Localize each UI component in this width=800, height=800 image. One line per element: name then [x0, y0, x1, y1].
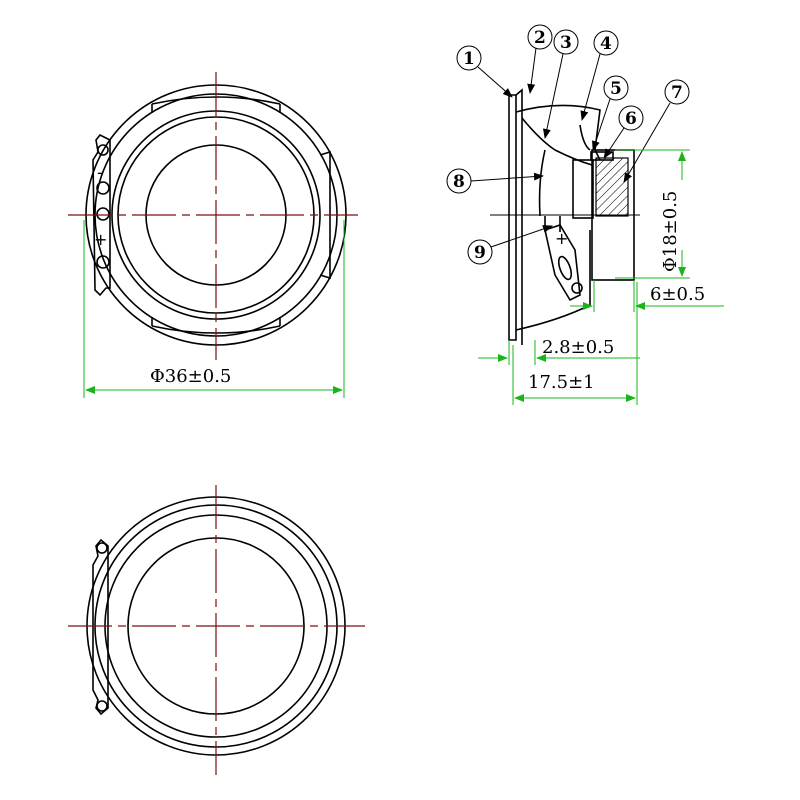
- gasket: [515, 88, 523, 345]
- magnet-diameter-label: Φ18±0.5: [660, 191, 681, 272]
- cone-upper: [521, 117, 593, 166]
- rear-terminal-tab: [92, 538, 109, 716]
- lug-slot: [557, 255, 573, 281]
- top-plate: [590, 151, 614, 161]
- flange-thickness-label: 2.8±0.5: [542, 337, 614, 358]
- terminal-hole-plus: [96, 255, 110, 269]
- frame-flange: [508, 94, 517, 341]
- front-view: - + Φ36±0.5: [68, 72, 358, 398]
- callout-5: 5: [592, 75, 629, 151]
- callout-2: 2: [527, 24, 553, 94]
- dim-magnet-diameter: Φ18±0.5: [615, 149, 690, 279]
- section-view: + 1 2 3 4 5: [446, 24, 724, 405]
- svg-text:2: 2: [534, 28, 546, 48]
- basket-top: [515, 104, 601, 161]
- callout-1: 1: [456, 45, 513, 98]
- terminal-hole-top: [97, 144, 109, 156]
- rear-tab-hole-top: [96, 542, 108, 554]
- callout-6: 6: [603, 105, 644, 159]
- svg-text:8: 8: [453, 172, 465, 192]
- svg-text:6: 6: [625, 109, 637, 129]
- callout-4: 4: [580, 30, 619, 121]
- voice-coil: [572, 159, 594, 219]
- rear-view: [68, 485, 365, 775]
- callout-3: 3: [542, 29, 579, 139]
- magnet-height-label: 6±0.5: [650, 284, 705, 305]
- svg-text:1: 1: [463, 49, 475, 69]
- dim-total-depth: 17.5±1: [512, 282, 638, 405]
- dust-cap-curve: [538, 149, 546, 217]
- plus-sign: +: [94, 230, 107, 249]
- svg-text:3: 3: [560, 33, 572, 53]
- callout-7: 7: [623, 79, 690, 183]
- terminal-tab: [92, 133, 111, 297]
- magnet-hatch: [595, 157, 629, 217]
- dim-flange-thickness: 2.8±0.5: [478, 337, 640, 365]
- rear-tab-hole-bottom: [96, 700, 108, 712]
- svg-text:5: 5: [610, 79, 622, 99]
- total-depth-label: 17.5±1: [528, 372, 595, 393]
- svg-text:7: 7: [671, 83, 683, 103]
- terminal-hole-minus: [96, 181, 110, 195]
- svg-text:4: 4: [600, 34, 612, 54]
- callout-9: 9: [467, 225, 553, 265]
- lug-hole: [571, 282, 583, 294]
- dim-magnet-height: 6±0.5: [570, 280, 724, 312]
- section-plus-sign: +: [555, 229, 568, 248]
- surround-wave: [579, 124, 591, 151]
- outer-diameter-label: Φ36±0.5: [150, 366, 231, 387]
- callout-8: 8: [446, 168, 544, 194]
- minus-sign: -: [97, 163, 103, 182]
- svg-text:9: 9: [474, 243, 486, 263]
- terminal-hole-mid: [96, 207, 110, 221]
